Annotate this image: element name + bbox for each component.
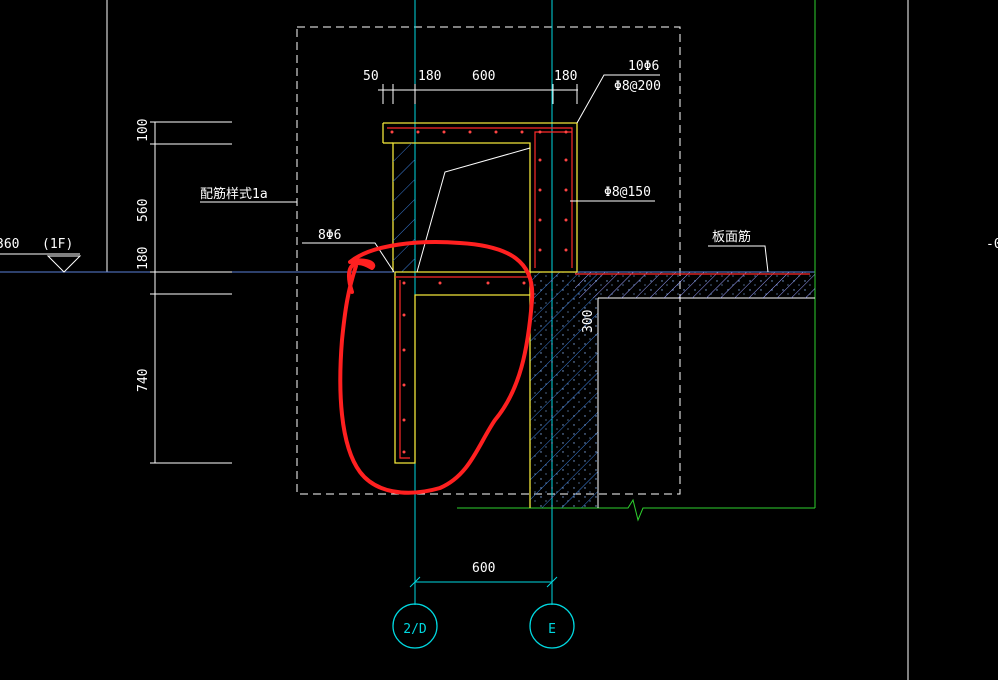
left-dim-740: 740 (136, 369, 151, 392)
left-dim-180: 180 (136, 247, 151, 270)
label-top-rebar-count: 10Φ6 (628, 59, 659, 74)
bottom-dim-600: 600 (472, 561, 495, 576)
top-dim-180b: 180 (554, 69, 577, 84)
left-dim-100: 100 (136, 119, 151, 142)
top-dim-600: 600 (472, 69, 495, 84)
top-dimension-ticks (382, 84, 578, 104)
label-detail-ref: 配筋样式1a (200, 186, 268, 202)
upper-web-hatch (393, 143, 415, 272)
wall-dim-300: 300 (581, 310, 596, 333)
lower-rebar-dots (402, 281, 526, 454)
upper-rebar-dots (390, 130, 568, 252)
wall-dots (530, 272, 598, 508)
elevation-triangle (46, 255, 82, 273)
left-dimension-extensions (150, 121, 232, 464)
axis-label-2d: 2/D (403, 622, 427, 637)
lower-beam-outline (394, 271, 531, 464)
upper-main-rebar (387, 127, 573, 268)
top-dim-180a: 180 (418, 69, 441, 84)
label-elevation: 360 (0, 237, 19, 252)
slab-dots (575, 272, 815, 298)
axis-label-e: E (548, 622, 556, 637)
label-slab: 板面筋 (712, 229, 751, 245)
lower-vertical-rebar (399, 280, 410, 459)
upper-stirrup (534, 131, 572, 268)
label-top-stirrup: Φ8@200 (614, 79, 661, 94)
label-floor: (1F) (42, 237, 73, 252)
detail-frame (296, 26, 681, 495)
label-vertical-rebar: Φ8@150 (604, 185, 651, 200)
axis-bubble-e (529, 603, 575, 649)
ground-break-line (457, 498, 815, 522)
red-markup-circle (338, 240, 535, 495)
leader-left-rebar (302, 242, 395, 273)
leader-slab (708, 245, 769, 273)
top-dim-50: 50 (363, 69, 379, 84)
label-right-edge: -0 (986, 237, 998, 252)
axis-bubble-2d (392, 603, 438, 649)
leader-diagonal (416, 147, 531, 273)
leader-top-rebar (576, 74, 660, 124)
left-dim-560: 560 (136, 199, 151, 222)
label-left-rebar: 8Φ6 (318, 228, 341, 243)
